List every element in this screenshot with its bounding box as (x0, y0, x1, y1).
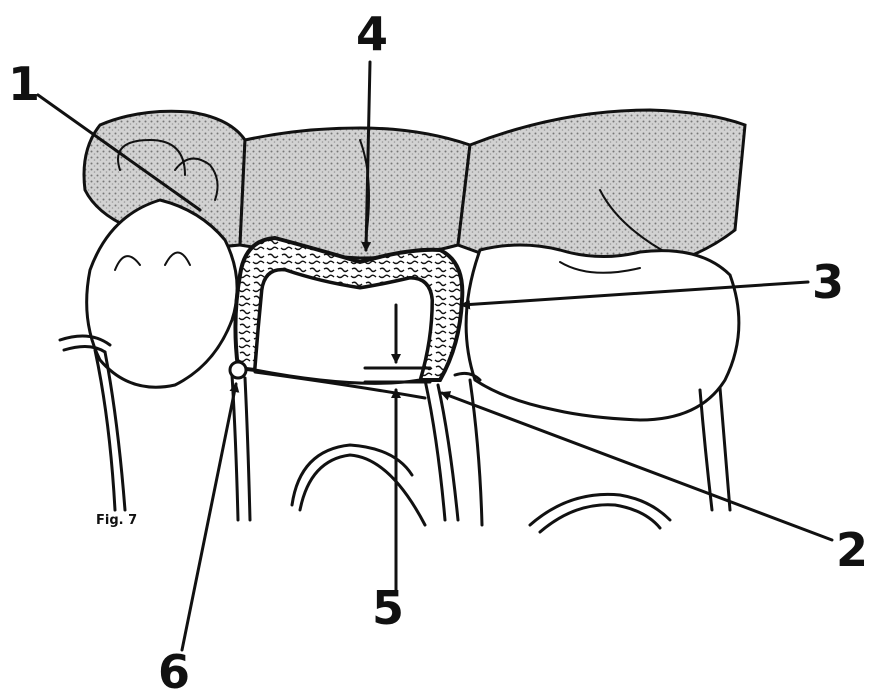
label-5: 5 (372, 581, 404, 635)
lower-left-tooth (87, 200, 237, 387)
prepared-tooth (255, 270, 432, 384)
label-2: 2 (836, 523, 868, 577)
crown-restoration (235, 238, 462, 383)
label-4: 4 (356, 7, 388, 61)
label-3: 3 (812, 255, 844, 309)
lower-right-molar (466, 245, 739, 420)
figure-caption: Fig. 7 (96, 513, 137, 528)
label-6: 6 (158, 645, 190, 698)
leader-6 (182, 384, 236, 650)
label-1: 1 (8, 57, 40, 111)
